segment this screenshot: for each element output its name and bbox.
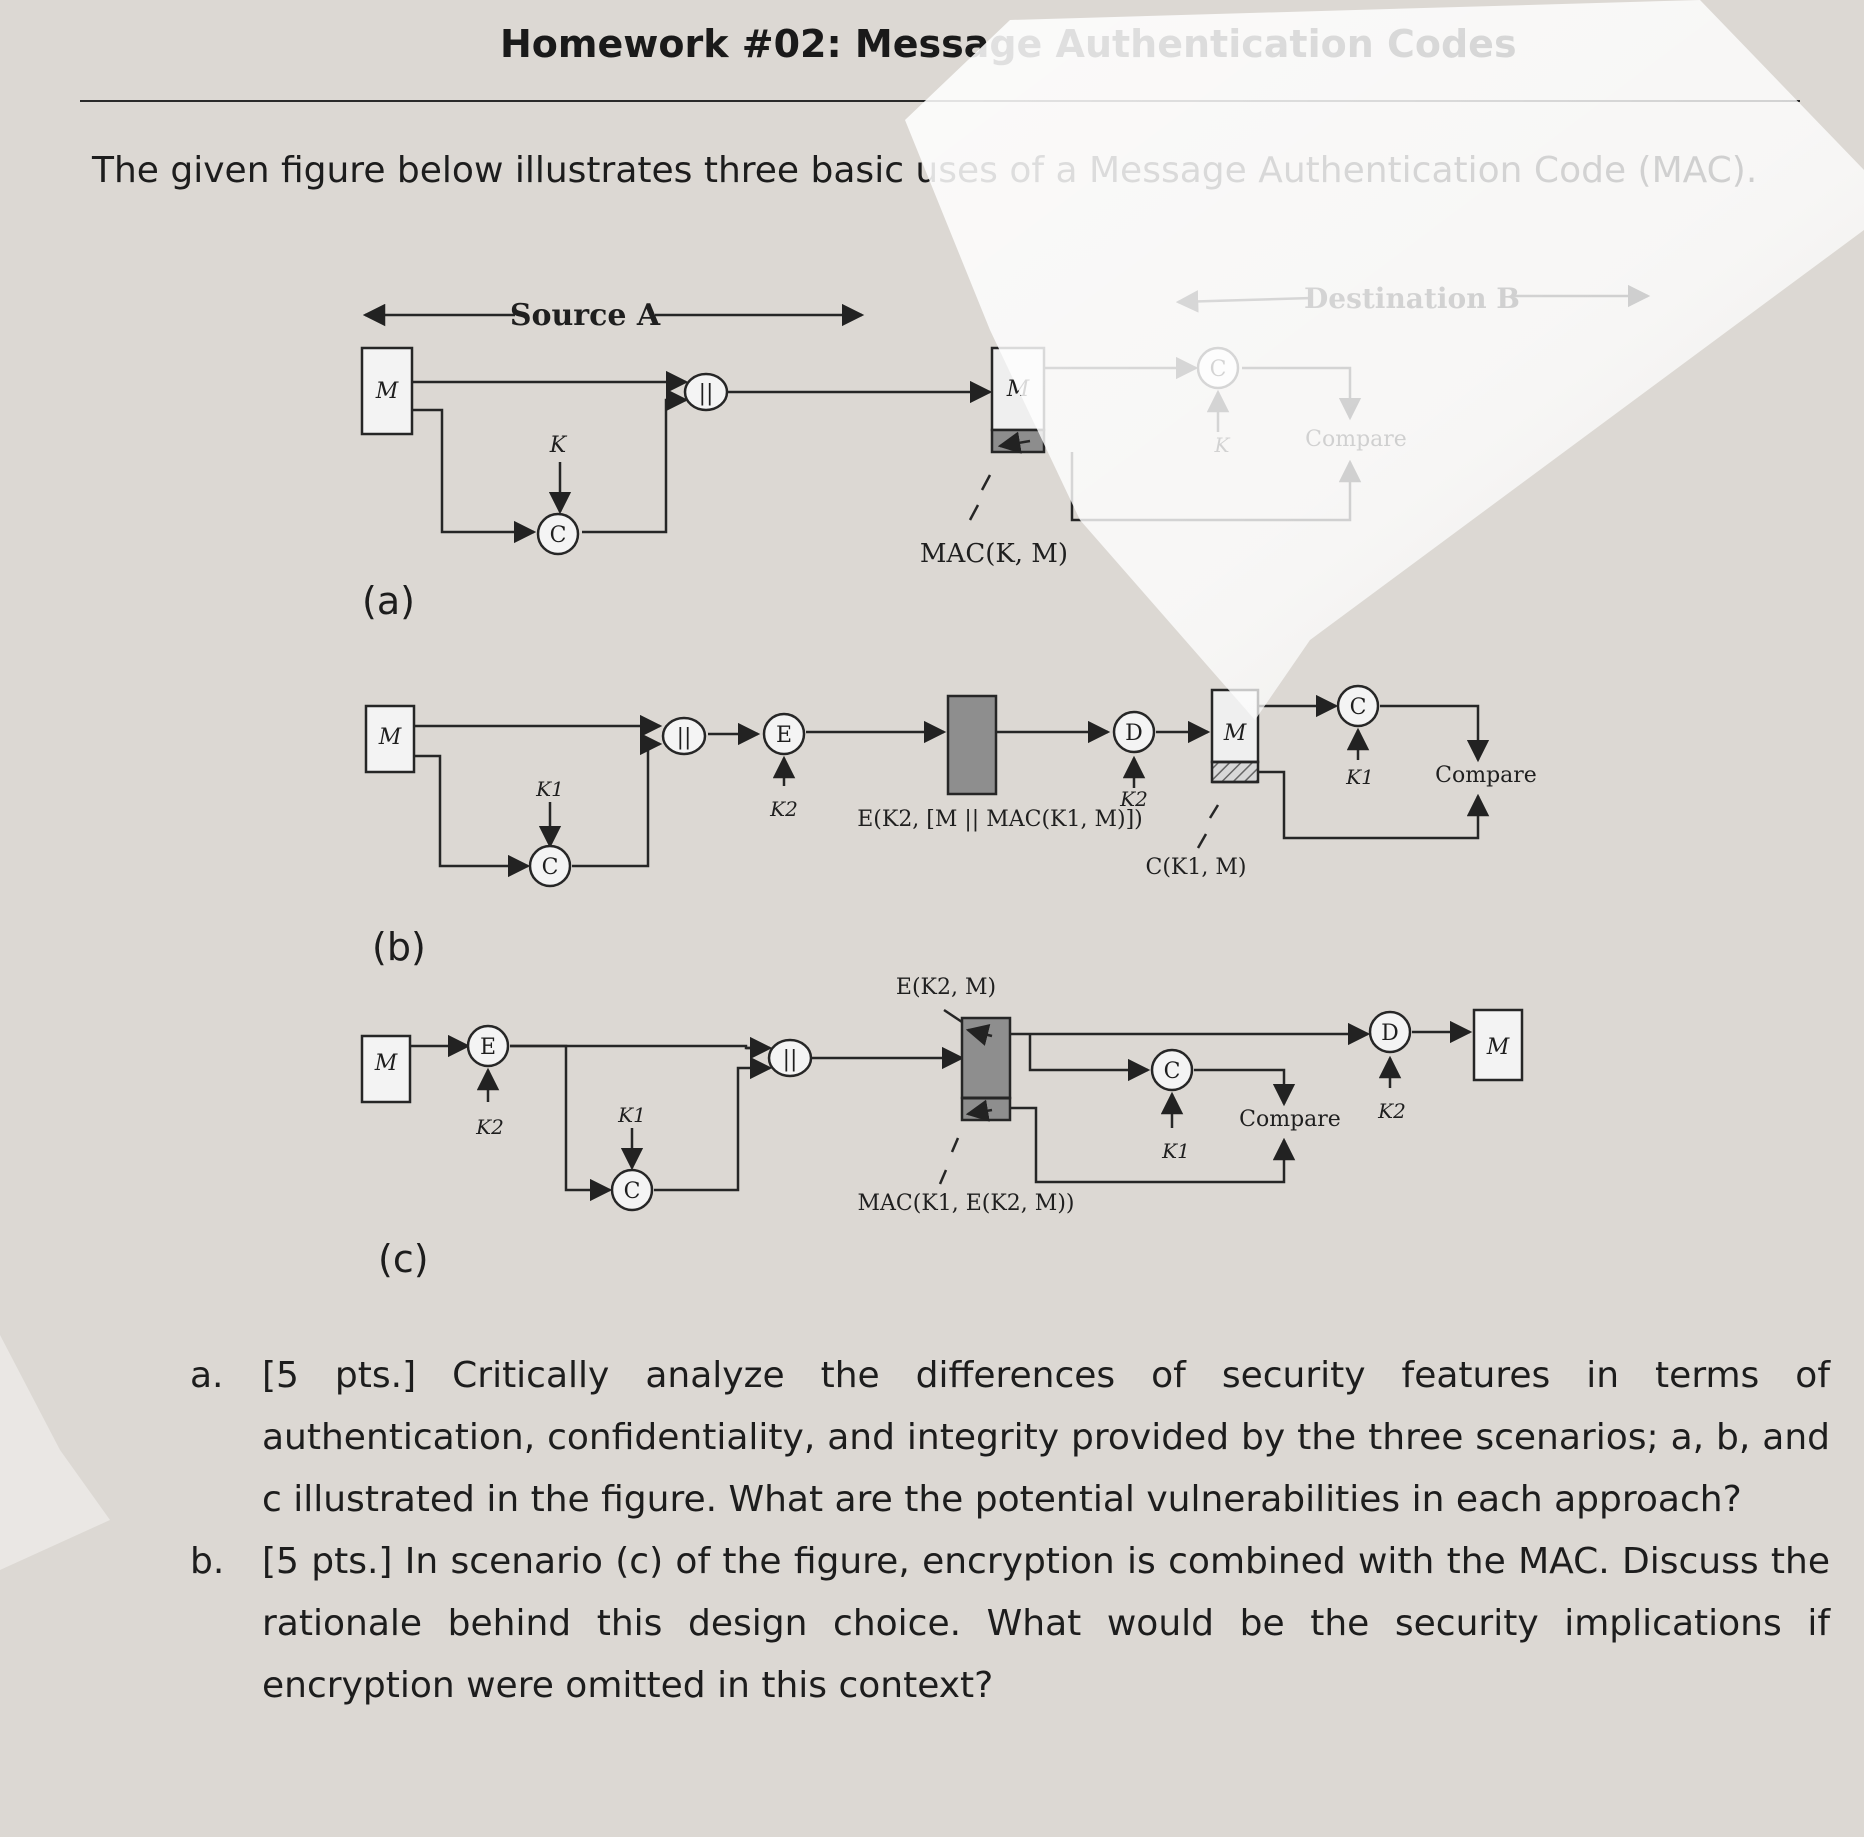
panel-c-dest-key2-label: K2 [1377,1099,1406,1123]
panel-c-message-label: M [374,1051,398,1076]
panel-b-key2-label: K2 [769,797,798,821]
panel-b-dest-key2-label: K2 [1119,787,1148,811]
panel-a-mac-op [536,512,580,556]
panel-b-mac-symbol: C [542,855,559,880]
panel-a-message-box [360,346,414,436]
panel-b-cipher-caption: E(K2, [M || MAC(K1, M)]) [857,807,1143,832]
question-a: a. [5 pts.] Critically analyze the diffe… [190,1345,1830,1531]
panel-c-transmitted-ciphertext [960,1016,1012,1100]
panel-c-diagram [360,1008,1524,1202]
panel-a-compare-label: Compare [1305,427,1407,452]
panel-a-key-label: K [549,433,568,458]
question-b-marker: b. [190,1541,225,1582]
panel-c-mac-symbol: C [624,1179,641,1204]
panel-a-mac-symbol: C [550,523,567,548]
panel-b-ciphertext-block [946,694,998,796]
panel-b-mac-caption: C(K1, M) [1146,855,1247,880]
panel-b-compare-label: Compare [1435,763,1537,788]
panel-b-concat-op [661,716,707,756]
panel-b-mac-op [528,844,572,888]
question-b: b. [5 pts.] In scenario (c) of the figur… [190,1531,1830,1717]
destination-label: Destination B [1304,282,1520,315]
panel-a-concat-symbol: || [699,381,714,406]
panel-b-decrypted-message-label: M [1223,721,1247,746]
panel-c-decrypt-symbol: D [1381,1021,1399,1046]
panel-b-message-label: M [378,725,402,750]
panel-c-dest-mac-op [1150,1048,1194,1092]
panel-c-concat-op [767,1038,813,1078]
question-a-text: [5 pts.] Critically analyze the differen… [262,1355,1830,1520]
panel-b-dest-key1-label: K1 [1345,765,1374,789]
panel-b-label: (b) [372,925,426,969]
panel-c-concat-symbol: || [783,1047,798,1072]
panel-c-encrypt-symbol: E [480,1035,496,1060]
panel-b-decrypted-mac [1210,760,1260,784]
panel-c-output-message [1472,1008,1524,1082]
panel-c-key1-label: K1 [617,1103,646,1127]
panel-c-mac-caption: MAC(K1, E(K2, M)) [857,1191,1074,1216]
panel-c-dest-mac-symbol: C [1164,1059,1181,1084]
source-label: Source A [510,298,661,333]
panel-a-dest-mac-symbol: C [1210,357,1227,382]
panel-b-key1-label: K1 [535,777,564,801]
panel-c-dest-key1-label: K1 [1161,1139,1190,1163]
panel-c-label: (c) [378,1237,429,1281]
panel-a-mac-caption: MAC(K, M) [920,539,1068,569]
panel-a-dest-key-label: K [1214,433,1231,457]
panel-b-encrypt-op [762,712,806,756]
panel-c-message-box [360,1034,412,1104]
panel-a-concat-op [683,372,729,412]
question-b-text: [5 pts.] In scenario (c) of the figure, … [262,1541,1830,1706]
panel-b-decrypt-symbol: D [1125,721,1143,746]
panel-b-dest-mac-symbol: C [1350,695,1367,720]
panel-a-label: (a) [362,579,415,623]
panel-c-compare-label: Compare [1239,1107,1341,1132]
panel-b-message-box [364,704,416,774]
panel-c-encrypt-op [466,1024,510,1068]
panel-b-concat-symbol: || [677,725,692,750]
panel-b-diagram [364,688,1490,878]
panel-c-decrypt-op [1368,1010,1412,1054]
panel-a-transmitted-message-label: M [1006,377,1030,402]
panel-a-message-label: M [375,379,399,404]
panel-c-mac-op [610,1168,654,1212]
panel-a-transmitted-mac [990,428,1046,454]
panel-b-encrypt-symbol: E [776,723,792,748]
question-a-marker: a. [190,1355,224,1396]
panel-c-key2-label: K2 [475,1115,504,1139]
panel-c-cipher-caption: E(K2, M) [896,975,996,1000]
question-list: a. [5 pts.] Critically analyze the diffe… [190,1345,1830,1717]
panel-c-output-message-label: M [1486,1035,1510,1060]
panel-c-transmitted-mac [960,1096,1012,1122]
